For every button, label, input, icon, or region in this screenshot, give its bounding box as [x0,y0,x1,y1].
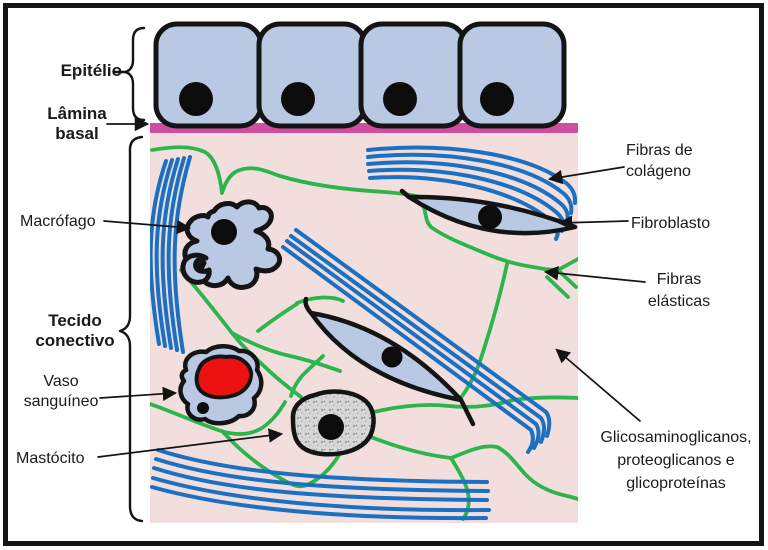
arrow-matriz [555,348,641,422]
cell-nucleus [281,82,315,116]
cell-nucleus [480,82,514,116]
macrophage-cell [180,199,283,290]
epithelium-brace [123,26,146,122]
label-mastocito: Mastócito [16,450,85,467]
braces [112,26,146,523]
collagen-fiber-bundles [150,145,578,521]
cell-nucleus [179,82,213,116]
epithelium-nuclei [179,82,514,116]
arrow-fibroblasto [557,215,629,230]
connective-tissue-brace [118,135,144,523]
label-lamina-basal: Lâmina basal [47,104,107,143]
label-vaso-sanguineo: Vaso sanguíneo [23,373,99,410]
macrophage-nucleus [211,219,237,245]
fibroblast2-nucleus [381,346,403,368]
tissue-cell-nuclei [211,205,502,440]
basal-lamina [150,123,578,133]
label-tecido-conectivo: Tecido conectivo [35,311,115,350]
label-fibras-elasticas: Fibras elásticas [647,271,711,310]
blood-vessel [178,344,264,426]
arrow-vaso-sanguineo [99,386,178,402]
mast-cell-nucleus [318,414,344,440]
label-epitelio: Epitélio [60,61,122,80]
arrow-macrofago [103,219,192,235]
cell-nucleus [383,82,417,116]
label-fibras-colageno: Fibras de colágeno [626,142,693,180]
epithelial-cell [457,21,567,129]
label-matriz-extracelular: Glicosaminoglicanos, proteoglicanos e gl… [600,429,752,492]
label-macrofago: Macrófago [20,213,96,230]
label-fibroblasto: Fibroblasto [631,215,711,232]
label-arrows [97,116,646,458]
arrow-fibras-elasticas [543,266,646,283]
arrow-mastocito [97,428,284,458]
epithelial-cell [256,21,368,129]
arrow-fibras-colageno [547,166,625,185]
vessel-cell-nucleus [197,402,209,414]
epithelial-cell [358,21,468,129]
fibroblast1-nucleus [478,205,502,229]
epithelial-cell [153,21,264,129]
